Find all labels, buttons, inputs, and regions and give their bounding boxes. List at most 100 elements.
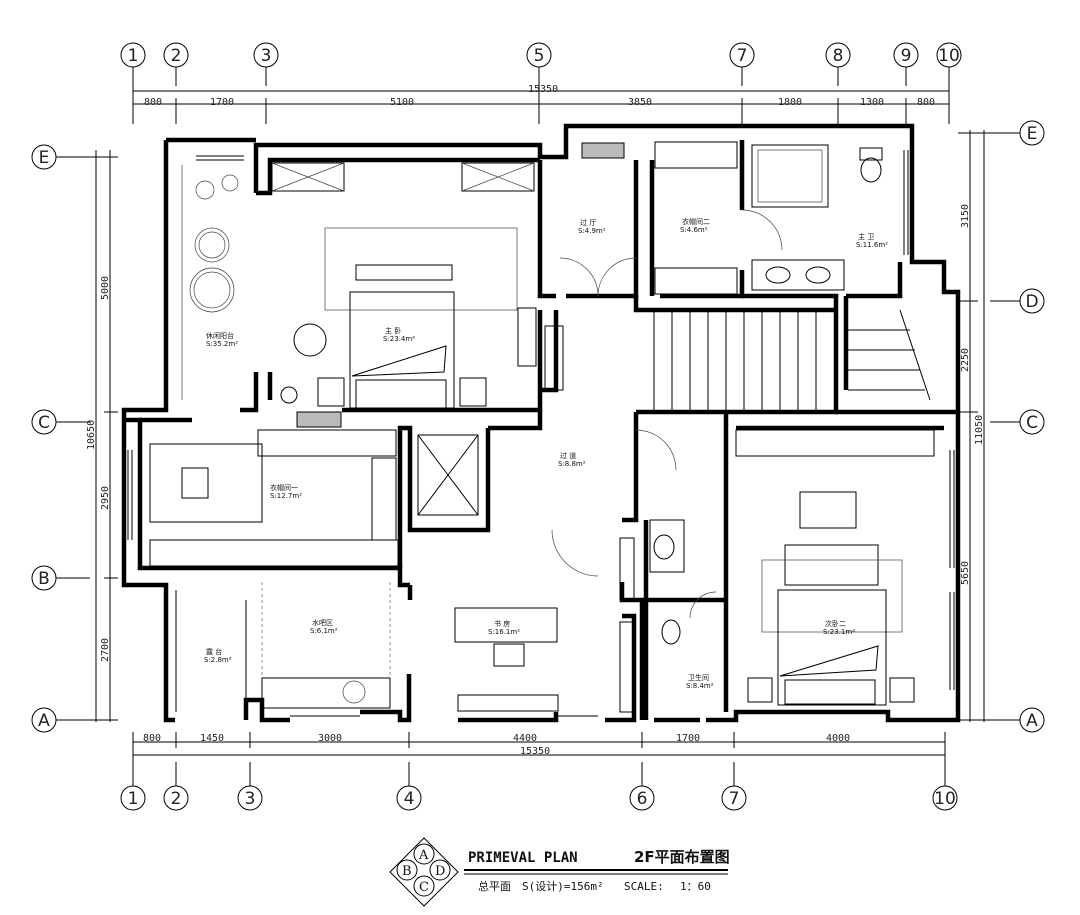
grid-right-E: E <box>1019 120 1045 146</box>
room-area: S:8.8m² <box>558 460 586 468</box>
room-name: 过 道 <box>560 451 576 460</box>
dim-bottom-1: 800 <box>143 733 161 744</box>
dim-left-total: 10650 <box>86 420 97 450</box>
dim-top-4: 3850 <box>628 97 652 108</box>
grid-axis-left: E C B A <box>31 144 90 733</box>
room-water-bar: 水吧区 S:6.1m² <box>310 618 338 635</box>
grid-right-C: C <box>1019 409 1045 435</box>
grid-label: 10 <box>938 46 960 66</box>
dim-left-2: 2950 <box>100 486 111 510</box>
dim-top-5: 1800 <box>778 97 802 108</box>
grid-left-B: B <box>31 565 57 591</box>
room-closet-2: 衣帽间二 S:4.6m² <box>680 217 710 234</box>
room-name: 衣帽间一 <box>270 483 298 492</box>
grid-label: A <box>1026 711 1038 731</box>
dim-bottom-5: 1700 <box>676 733 700 744</box>
design-area: S(设计)=156m² <box>522 880 604 893</box>
grid-left-A: A <box>31 707 57 733</box>
room-area: S:8.4m² <box>686 682 714 690</box>
stair-treads <box>653 309 931 410</box>
plan-title-chinese: 2F平面布置图 <box>634 848 730 866</box>
room-area: S:23.1m² <box>823 628 855 636</box>
dimension-bottom: 800 1450 3000 4400 1700 4000 15350 <box>132 732 946 762</box>
dimension-right: 3150 2250 5650 11050 <box>958 130 990 722</box>
dim-top-1: 800 <box>144 97 162 108</box>
room-name: 过 厅 <box>580 218 596 227</box>
walls <box>121 123 961 723</box>
logo-letter-c: C <box>419 880 429 895</box>
room-area: S:35.2m² <box>206 340 238 348</box>
dimension-left: 5000 2950 2700 10650 <box>86 150 118 722</box>
grid-bottom-6: 6 <box>629 785 655 811</box>
dim-right-2: 2250 <box>960 348 971 372</box>
dim-top-6: 1300 <box>860 97 884 108</box>
grid-label: 2 <box>171 789 182 809</box>
room-name: 卫生间 <box>688 673 709 682</box>
room-study: 书 房 S:16.1m² <box>488 619 520 636</box>
dim-top-2: 1700 <box>210 97 234 108</box>
dim-top-total: 15350 <box>528 84 558 95</box>
plan-title-english: PRIMEVAL PLAN <box>468 850 578 866</box>
room-area: S:11.6m² <box>856 241 888 249</box>
grid-label: B <box>38 569 50 589</box>
room-area: S:4.6m² <box>680 226 708 234</box>
grid-bottom-2: 2 <box>163 785 189 811</box>
grid-label: E <box>1027 124 1038 144</box>
room-area: S:16.1m² <box>488 628 520 636</box>
dimension-top: 15350 800 1700 5100 3850 1800 1300 800 <box>132 84 950 124</box>
room-bathroom: 卫生间 S:8.4m² <box>686 673 714 690</box>
grid-label: 2 <box>171 46 182 66</box>
room-master-bath: 主 卫 S:11.6m² <box>856 232 888 249</box>
grid-top-5: 5 <box>526 42 552 68</box>
dim-right-1: 3150 <box>960 204 971 228</box>
room-name: 衣帽间二 <box>682 217 710 226</box>
grid-label: 3 <box>261 46 272 66</box>
grid-bottom-4: 4 <box>396 785 422 811</box>
grid-top-7: 7 <box>729 42 755 68</box>
door-swings <box>551 209 783 619</box>
dim-right-3: 5650 <box>960 561 971 585</box>
label-total-plan: 总平面 <box>478 879 511 893</box>
room-name: 水吧区 <box>312 618 333 627</box>
grid-axis-right: E D C A <box>990 120 1045 733</box>
scale-value: 1：60 <box>680 880 711 893</box>
dim-bottom-4: 4400 <box>513 733 537 744</box>
title-block: A B D C PRIMEVAL PLAN 2F平面布置图 总平面 S(设计)=… <box>389 837 730 907</box>
grid-top-10: 10 <box>936 42 962 68</box>
dim-top-7: 800 <box>917 97 935 108</box>
logo-letter-b: B <box>402 864 412 879</box>
grid-bottom-7: 7 <box>721 785 747 811</box>
grid-left-C: C <box>31 409 57 435</box>
grid-label: 6 <box>637 789 648 809</box>
grid-top-9: 9 <box>893 42 919 68</box>
grid-label: C <box>38 413 50 433</box>
logo-letter-d: D <box>435 864 445 879</box>
dim-top-3: 5100 <box>390 97 414 108</box>
room-area: S:23.4m² <box>383 335 415 343</box>
room-leisure-balcony: 休闲阳台 S:35.2m² <box>206 331 238 348</box>
grid-label: E <box>39 148 50 168</box>
room-name: 次卧二 <box>825 619 846 628</box>
grid-label: 3 <box>245 789 256 809</box>
grid-label: 5 <box>534 46 545 66</box>
interior-details <box>127 141 955 717</box>
grid-label: A <box>38 711 50 731</box>
dim-left-1: 5000 <box>100 276 111 300</box>
room-corridor: 过 道 S:8.8m² <box>558 451 586 468</box>
grid-label: D <box>1025 292 1038 312</box>
windows <box>127 150 955 717</box>
room-name: 主 卧 <box>385 326 401 335</box>
grid-bottom-3: 3 <box>237 785 263 811</box>
dim-bottom-2: 1450 <box>200 733 224 744</box>
room-area: S:6.1m² <box>310 627 338 635</box>
logo-diamond: A B D C <box>389 837 459 907</box>
room-name: 露 台 <box>206 647 222 656</box>
grid-right-A: A <box>1019 707 1045 733</box>
grid-top-8: 8 <box>825 42 851 68</box>
room-name: 书 房 <box>494 619 510 628</box>
room-bedroom-2: 次卧二 S:23.1m² <box>823 619 855 636</box>
dim-bottom-total: 15350 <box>520 746 550 757</box>
